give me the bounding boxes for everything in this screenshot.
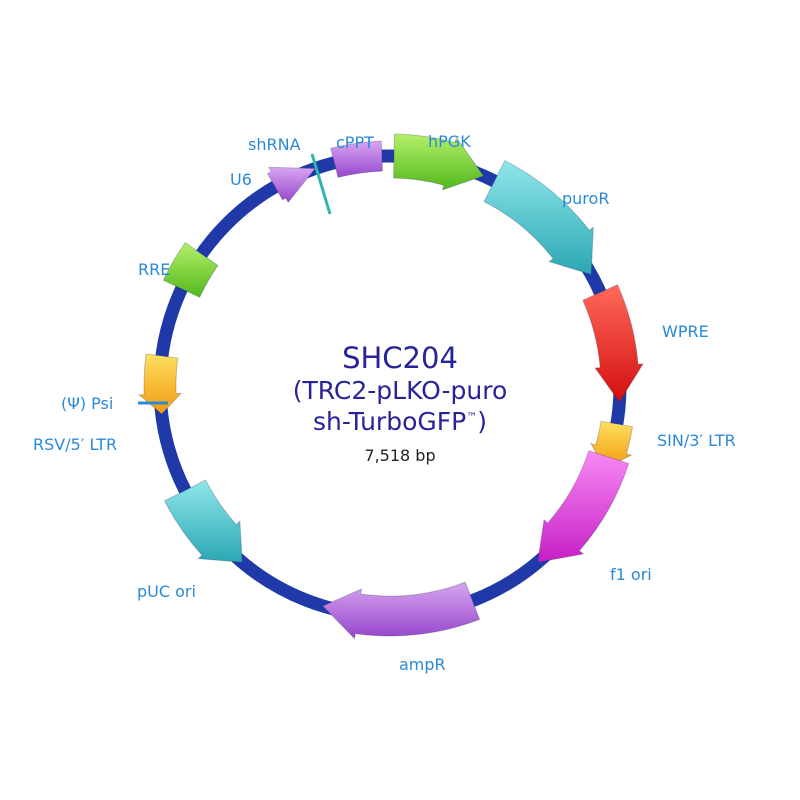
plasmid-subtitle-line2: sh-TurboGFP™) [200,407,600,436]
label-pucori: pUC ori [137,582,196,601]
feature-ampr [321,581,481,640]
label-cppt: cPPT [336,133,374,152]
label-u6: U6 [230,170,252,189]
label-hpgk: hPGK [428,132,471,151]
label-rsv5ltr: RSV/5′ LTR [33,435,118,454]
feature-f1ori [537,449,630,563]
feature-rre [162,241,219,298]
feature-rsv5ltr [137,353,183,415]
feature-cppt [330,140,384,179]
feature-pucori [163,479,243,563]
feature-wpre [582,284,644,403]
plasmid-name: SHC204 [342,341,458,375]
label-f1ori: f1 ori [610,565,652,584]
plasmid-subtitle-line1: (TRC2-pLKO-puro [292,376,508,405]
label-shrna: shRNA [248,135,301,154]
feature-puror [483,159,594,276]
feature-hpgk [393,133,485,191]
feature-u6 [266,166,317,204]
label-psi: (Ψ) Psi [61,394,114,413]
plasmid-size: 7,518 bp [364,446,436,465]
label-puror: puroR [562,189,610,208]
subtitle-close: ) [477,407,487,436]
label-wpre: WPRE [662,322,709,341]
trademark-symbol: ™ [466,410,478,424]
label-rre: RRE [138,260,171,279]
subtitle-text: sh-TurboGFP [313,407,467,436]
shrna-marker [310,153,332,215]
label-sin3ltr: SIN/3′ LTR [657,431,736,450]
label-ampr: ampR [399,655,446,674]
